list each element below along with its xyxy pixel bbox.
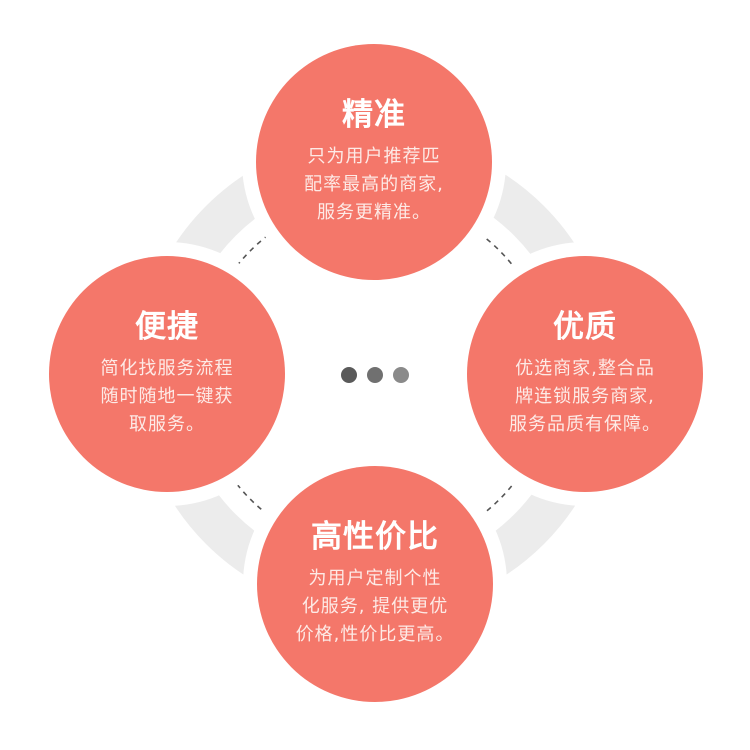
feature-description: 为用户定制个性 化服务, 提供更优 价格,性价比更高。 [295, 567, 455, 645]
feature-circle-precise: 精准 只为用户推荐匹 配率最高的商家, 服务更精准。 [256, 44, 492, 280]
dot-icon [393, 367, 409, 383]
feature-title: 便捷 [135, 309, 199, 346]
feature-description: 只为用户推荐匹 配率最高的商家, 服务更精准。 [304, 145, 444, 223]
dot-icon [367, 367, 383, 383]
feature-circle-convenient: 便捷 简化找服务流程 随时随地一键获 取服务。 [49, 256, 285, 492]
feature-circle-quality: 优质 优选商家,整合品 牌连锁服务商家, 服务品质有保障。 [467, 256, 703, 492]
feature-circle-value: 高性价比 为用户定制个性 化服务, 提供更优 价格,性价比更高。 [257, 466, 493, 702]
feature-title: 精准 [342, 97, 406, 134]
feature-description: 简化找服务流程 随时随地一键获 取服务。 [100, 357, 234, 435]
dot-icon [341, 367, 357, 383]
feature-title: 优质 [553, 309, 617, 346]
feature-title: 高性价比 [311, 519, 439, 556]
ellipsis-dots-icon [341, 367, 409, 383]
feature-description: 优选商家,整合品 牌连锁服务商家, 服务品质有保障。 [509, 357, 661, 435]
